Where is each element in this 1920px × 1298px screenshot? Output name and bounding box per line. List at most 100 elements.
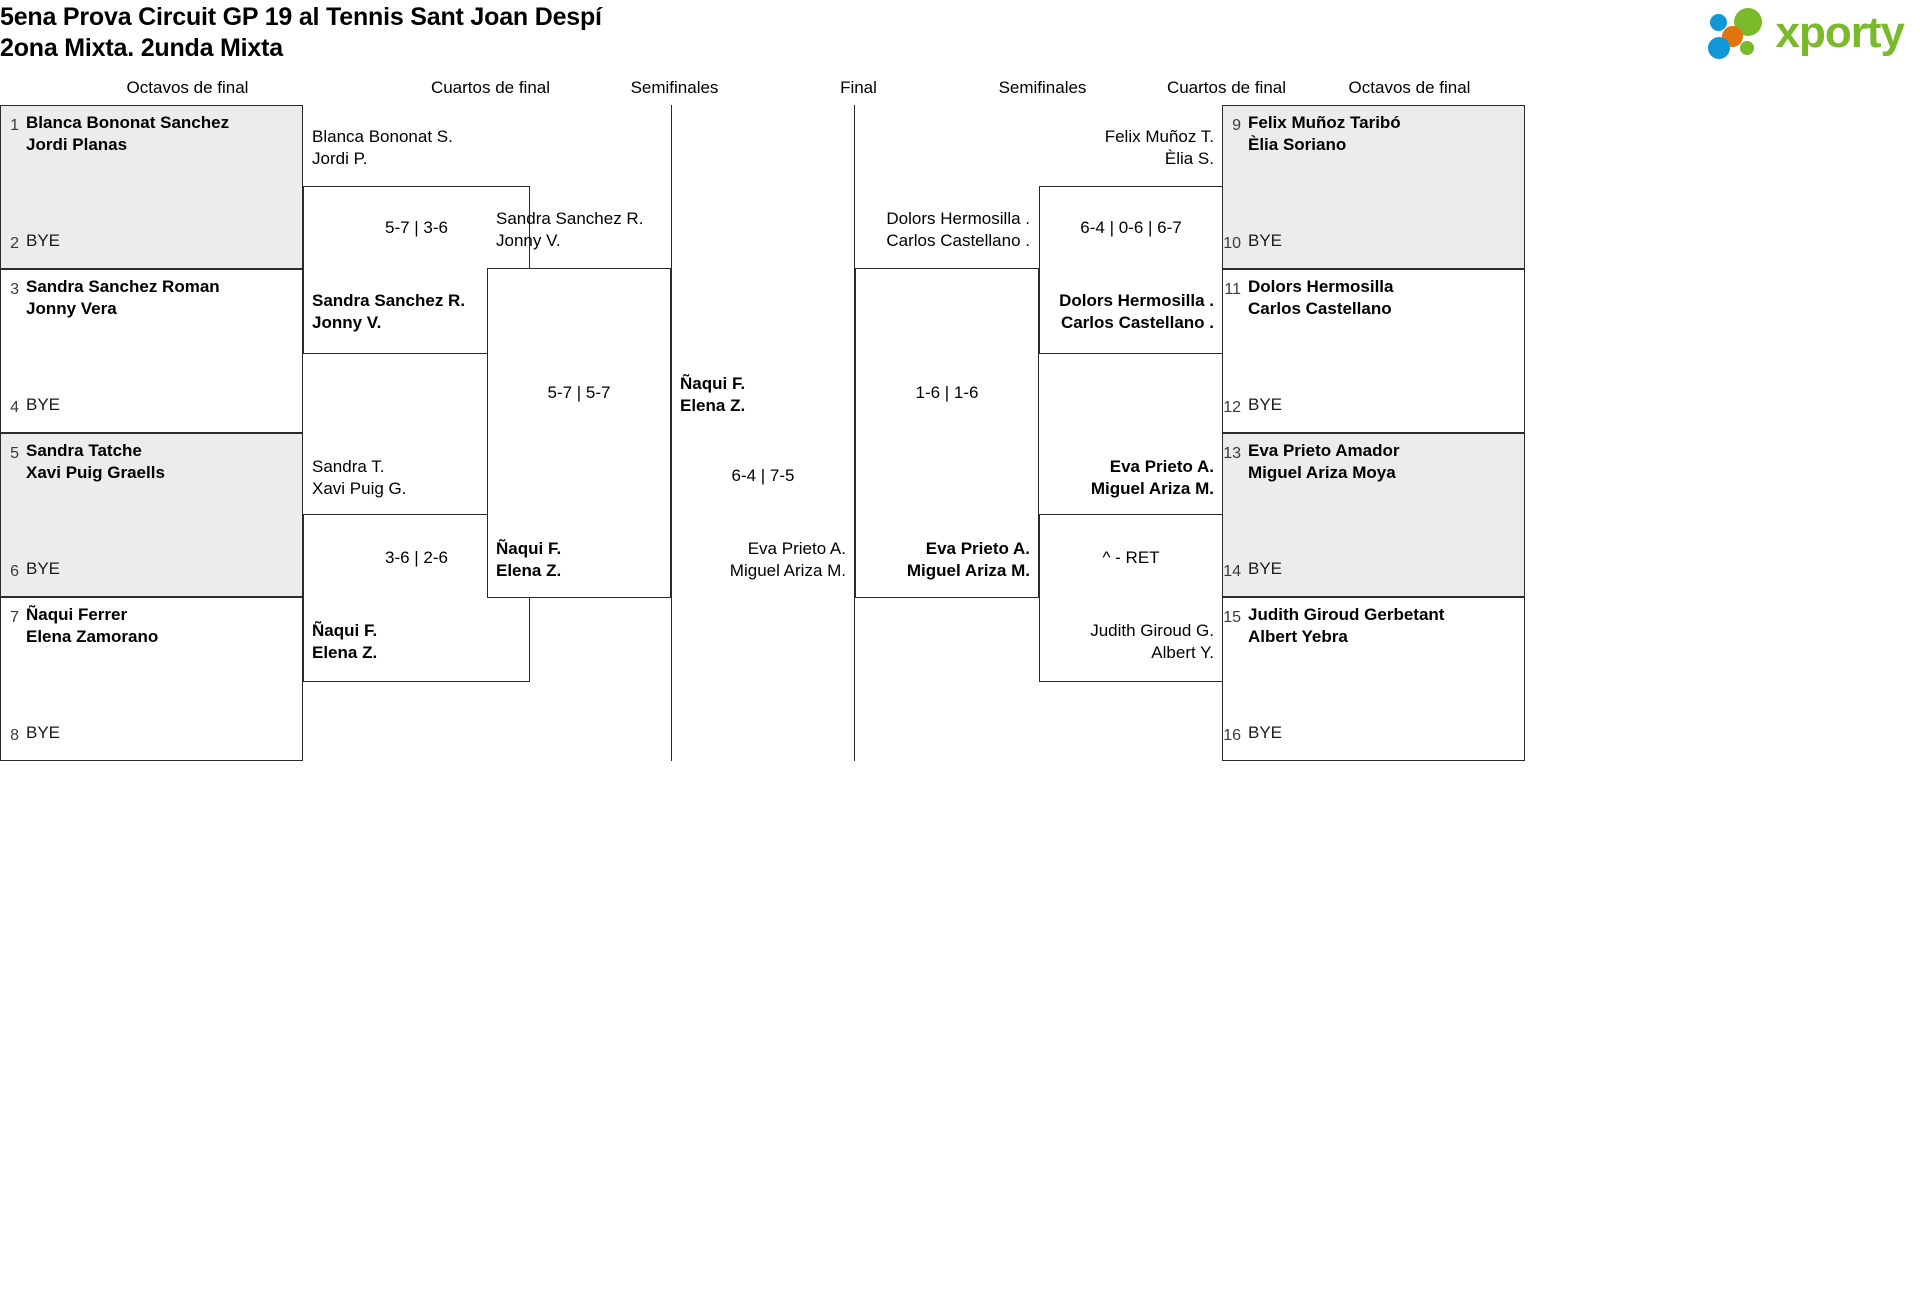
round-header-right-qf: Cuartos de final xyxy=(1166,78,1287,97)
seed-entry-10[interactable]: 10 BYE xyxy=(1222,230,1522,253)
seed-names: BYE xyxy=(26,230,60,252)
player-line-1: Blanca Bononat S. xyxy=(312,127,453,146)
seed-entry-12[interactable]: 12 BYE xyxy=(1222,394,1522,417)
player-line-1: BYE xyxy=(1248,231,1283,250)
seed-number: 7 xyxy=(10,609,19,626)
sf-left-bottom-entry: Ñaqui F. Elena Z. xyxy=(496,538,561,582)
page-title: 5ena Prova Circuit GP 19 al Tennis Sant … xyxy=(0,2,602,64)
qf-left-1-score: 5-7 | 3-6 xyxy=(384,218,448,237)
round-header-left-sf: Semifinales xyxy=(630,78,719,97)
qf-box-right-1[interactable] xyxy=(1039,186,1223,354)
seed-number: 13 xyxy=(1223,445,1241,462)
seed-entry-2[interactable]: 2 BYE xyxy=(0,230,300,253)
seed-entry-6[interactable]: 6 BYE xyxy=(0,558,300,581)
player-line-2: Miguel Ariza M. xyxy=(729,561,846,580)
player-line-1: Ñaqui Ferrer xyxy=(26,605,128,624)
r16-box-11-12[interactable] xyxy=(1222,269,1525,433)
player-line-2: Jordi Planas xyxy=(26,135,128,154)
seed-entry-15[interactable]: 15 Judith Giroud Gerbetant Albert Yebra xyxy=(1222,604,1522,648)
final-champion-entry: Ñaqui F. Elena Z. xyxy=(680,373,745,417)
r16-box-1-2[interactable] xyxy=(0,105,303,269)
sf-box-right[interactable] xyxy=(855,268,1039,598)
player-line-1: BYE xyxy=(26,559,61,578)
title-line-2: 2ona Mixta. 2unda Mixta xyxy=(0,34,283,62)
seed-entry-3[interactable]: 3 Sandra Sanchez Roman Jonny Vera xyxy=(0,276,300,320)
logo-wordmark: xporty xyxy=(1775,8,1905,57)
seed-entry-16[interactable]: 16 BYE xyxy=(1222,722,1522,745)
seed-number: 9 xyxy=(1232,117,1241,134)
seed-number: 10 xyxy=(1223,235,1241,252)
seed-names: Blanca Bononat Sanchez Jordi Planas xyxy=(26,112,229,156)
player-line-2: Èlia Soriano xyxy=(1248,135,1347,154)
player-line-1: Eva Prieto A. xyxy=(747,539,846,558)
player-line-2: Albert Y. xyxy=(1151,643,1214,662)
qf-right-1-score: 6-4 | 0-6 | 6-7 xyxy=(1080,218,1182,237)
qf-box-right-2[interactable] xyxy=(1039,514,1223,682)
player-line-1: Ñaqui F. xyxy=(496,539,562,558)
seed-names: BYE xyxy=(26,722,60,744)
seed-number: 2 xyxy=(10,235,19,252)
seed-number: 1 xyxy=(10,117,19,134)
seed-names: BYE xyxy=(1248,558,1282,580)
r16-box-15-16[interactable] xyxy=(1222,597,1525,761)
r16-box-7-8[interactable] xyxy=(0,597,303,761)
r16-box-5-6[interactable] xyxy=(0,433,303,597)
seed-number: 11 xyxy=(1224,281,1241,298)
seed-entry-4[interactable]: 4 BYE xyxy=(0,394,300,417)
title-line-1: 5ena Prova Circuit GP 19 al Tennis Sant … xyxy=(0,3,602,31)
seed-entry-9[interactable]: 9 Felix Muñoz Taribó Èlia Soriano xyxy=(1222,112,1522,156)
final-score: 6-4 | 7-5 xyxy=(731,466,795,485)
xporty-logo[interactable]: xporty xyxy=(1707,8,1905,59)
player-line-1: Felix Muñoz Taribó xyxy=(1248,113,1401,132)
player-line-1: BYE xyxy=(1248,723,1283,742)
r16-box-13-14[interactable] xyxy=(1222,433,1525,597)
player-line-2: Jordi P. xyxy=(312,149,368,168)
final-box[interactable] xyxy=(671,105,855,761)
player-line-1: BYE xyxy=(26,723,61,742)
seed-names: Dolors Hermosilla Carlos Castellano xyxy=(1248,276,1394,320)
sf-left-top-entry: Sandra Sanchez R. Jonny V. xyxy=(496,208,643,252)
sf-box-left[interactable] xyxy=(487,268,671,598)
sf-right-top-entry: Dolors Hermosilla . Carlos Castellano . xyxy=(855,208,1030,252)
seed-names: Ñaqui Ferrer Elena Zamorano xyxy=(26,604,158,648)
seed-entry-1[interactable]: 1 Blanca Bononat Sanchez Jordi Planas xyxy=(0,112,300,156)
seed-entry-7[interactable]: 7 Ñaqui Ferrer Elena Zamorano xyxy=(0,604,300,648)
player-line-2: Elena Zamorano xyxy=(26,627,159,646)
qf-left-1-bottom-entry: Sandra Sanchez R. Jonny V. xyxy=(312,290,465,334)
qf-left-2-top-entry: Sandra T. Xavi Puig G. xyxy=(312,456,407,500)
player-line-1: Sandra Sanchez Roman xyxy=(26,277,220,296)
seed-names: BYE xyxy=(26,558,60,580)
seed-entry-11[interactable]: 11 Dolors Hermosilla Carlos Castellano xyxy=(1222,276,1522,320)
player-line-2: Albert Yebra xyxy=(1248,627,1348,646)
player-line-2: Èlia S. xyxy=(1164,149,1214,168)
player-line-1: BYE xyxy=(26,231,61,250)
sf-left-score: 5-7 | 5-7 xyxy=(547,383,611,402)
seed-entry-8[interactable]: 8 BYE xyxy=(0,722,300,745)
r16-box-9-10[interactable] xyxy=(1222,105,1525,269)
seed-entry-13[interactable]: 13 Eva Prieto Amador Miguel Ariza Moya xyxy=(1222,440,1522,484)
seed-number: 14 xyxy=(1223,563,1241,580)
player-line-1: Sandra Sanchez R. xyxy=(312,291,466,310)
r16-box-3-4[interactable] xyxy=(0,269,303,433)
seed-names: Eva Prieto Amador Miguel Ariza Moya xyxy=(1248,440,1399,484)
round-header-right-r16: Octavos de final xyxy=(1348,78,1471,97)
seed-entry-5[interactable]: 5 Sandra Tatche Xavi Puig Graells xyxy=(0,440,300,484)
qf-right-1-top-entry: Felix Muñoz T. Èlia S. xyxy=(1039,126,1214,170)
seed-entry-14[interactable]: 14 BYE xyxy=(1222,558,1522,581)
seed-number: 8 xyxy=(10,727,19,744)
player-line-1: BYE xyxy=(26,395,61,414)
seed-names: Sandra Sanchez Roman Jonny Vera xyxy=(26,276,220,320)
round-header-left-qf: Cuartos de final xyxy=(430,78,551,97)
player-line-1: Dolors Hermosilla . xyxy=(886,209,1030,228)
player-line-1: Ñaqui F. xyxy=(312,621,378,640)
seed-names: BYE xyxy=(1248,722,1282,744)
qf-left-2-score: 3-6 | 2-6 xyxy=(384,548,448,567)
player-line-2: Elena Z. xyxy=(680,396,746,415)
seed-number: 4 xyxy=(10,399,19,416)
player-line-1: Sandra Sanchez R. xyxy=(496,209,644,228)
qf-right-2-bottom-entry: Judith Giroud G. Albert Y. xyxy=(1039,620,1214,664)
player-line-1: BYE xyxy=(1248,395,1283,414)
player-line-2: Elena Z. xyxy=(312,643,378,662)
player-line-1: Judith Giroud G. xyxy=(1090,621,1214,640)
player-line-1: Eva Prieto A. xyxy=(925,539,1030,558)
